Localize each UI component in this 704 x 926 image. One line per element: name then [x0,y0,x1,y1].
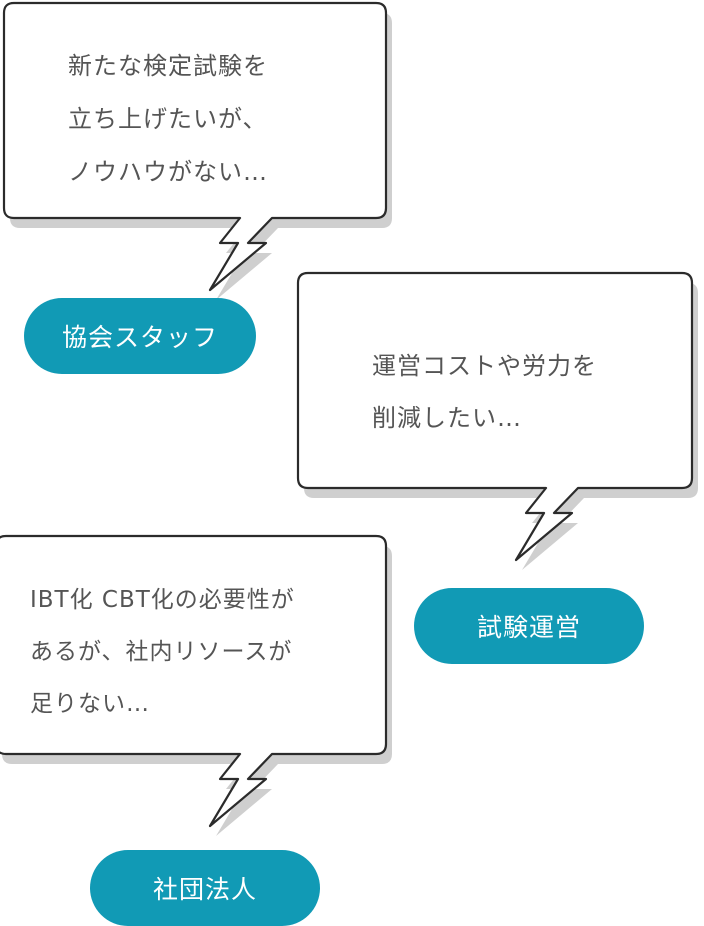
bubble-3-line-2: あるが、社内リソースが [30,639,293,665]
speaker-badge-incorporated-association: 社団法人 [90,850,320,926]
speech-bubble-3-shape [0,534,392,836]
speaker-badge-association-staff: 協会スタッフ [24,298,256,374]
bubble-1-line-1: 新たな検定試験を [68,52,268,80]
bubble-3-text: IBT化 CBT化の必要性が あるが、社内リソースが 足りない… [30,574,295,730]
bubble-3-line-1: IBT化 CBT化の必要性が [30,587,295,613]
speech-bubble-1-shape [2,1,392,300]
bubble-1-line-2: 立ち上げたいが、 [68,105,268,133]
bubble-2-line-1: 運営コストや労力を [372,352,597,380]
bubble-2-line-2: 削減したい… [372,404,522,432]
bubble-3-line-3: 足りない… [30,691,150,717]
bubble-1-text: 新たな検定試験を 立ち上げたいが、 ノウハウがない… [68,40,268,199]
bubble-2-text: 運営コストや労力を 削減したい… [372,340,597,444]
speech-bubble-2-shape [296,271,698,570]
speaker-badge-exam-operation: 試験運営 [414,588,644,664]
bubble-1-line-3: ノウハウがない… [68,158,268,186]
